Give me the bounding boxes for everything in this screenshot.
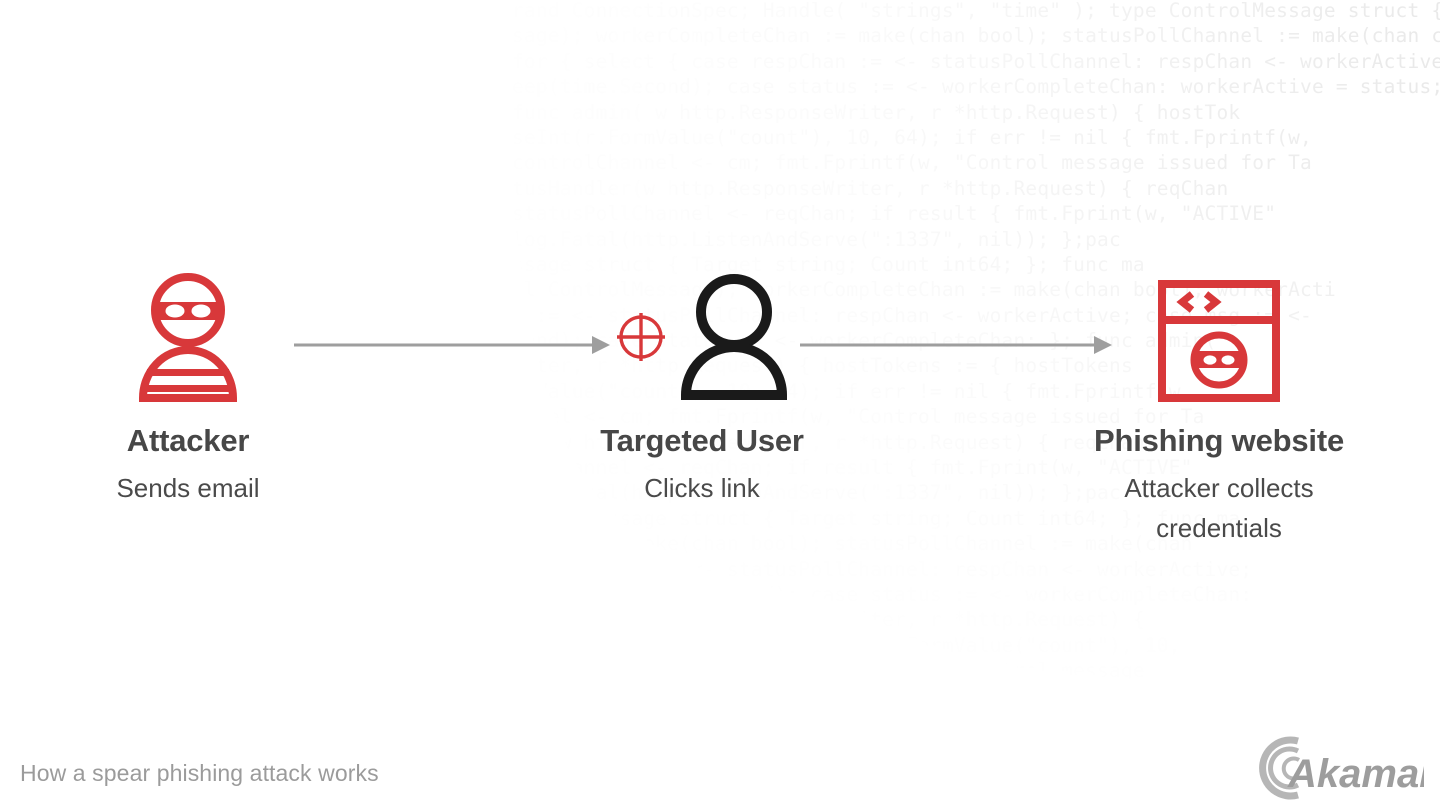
flow-node-targeted-user: Targeted User Clicks link: [562, 272, 842, 508]
crosshair-target-icon: [617, 313, 665, 361]
node-title: Attacker: [126, 423, 250, 458]
akamai-logo: Akamai: [1254, 735, 1431, 801]
node-subtitle: Attacker collects credentials: [1124, 473, 1314, 543]
attacker-icon-wrap: [48, 272, 328, 402]
node-title: Targeted User: [600, 423, 804, 458]
akamai-logo-text: Akamai: [1287, 752, 1424, 796]
flow-node-attacker: Attacker Sends email: [48, 272, 328, 508]
slide-caption: How a spear phishing attack works: [20, 760, 379, 786]
node-subtitle: Sends email: [116, 473, 260, 503]
person-silhouette-icon: [680, 274, 788, 400]
masked-burglar-icon: [138, 273, 238, 402]
connector-arrow-attacker-to-user: [294, 334, 610, 356]
flow-node-phishing-website: Phishing website Attacker collects crede…: [1079, 272, 1359, 548]
phishing-website-icon-wrap: [1079, 272, 1359, 402]
targeted-user-icon-wrap: [562, 272, 842, 402]
browser-window-masked-face-icon: [1158, 280, 1280, 402]
connector-arrow-user-to-phishing: [800, 334, 1112, 356]
node-subtitle: Clicks link: [644, 473, 760, 503]
node-title: Phishing website: [1093, 423, 1344, 458]
